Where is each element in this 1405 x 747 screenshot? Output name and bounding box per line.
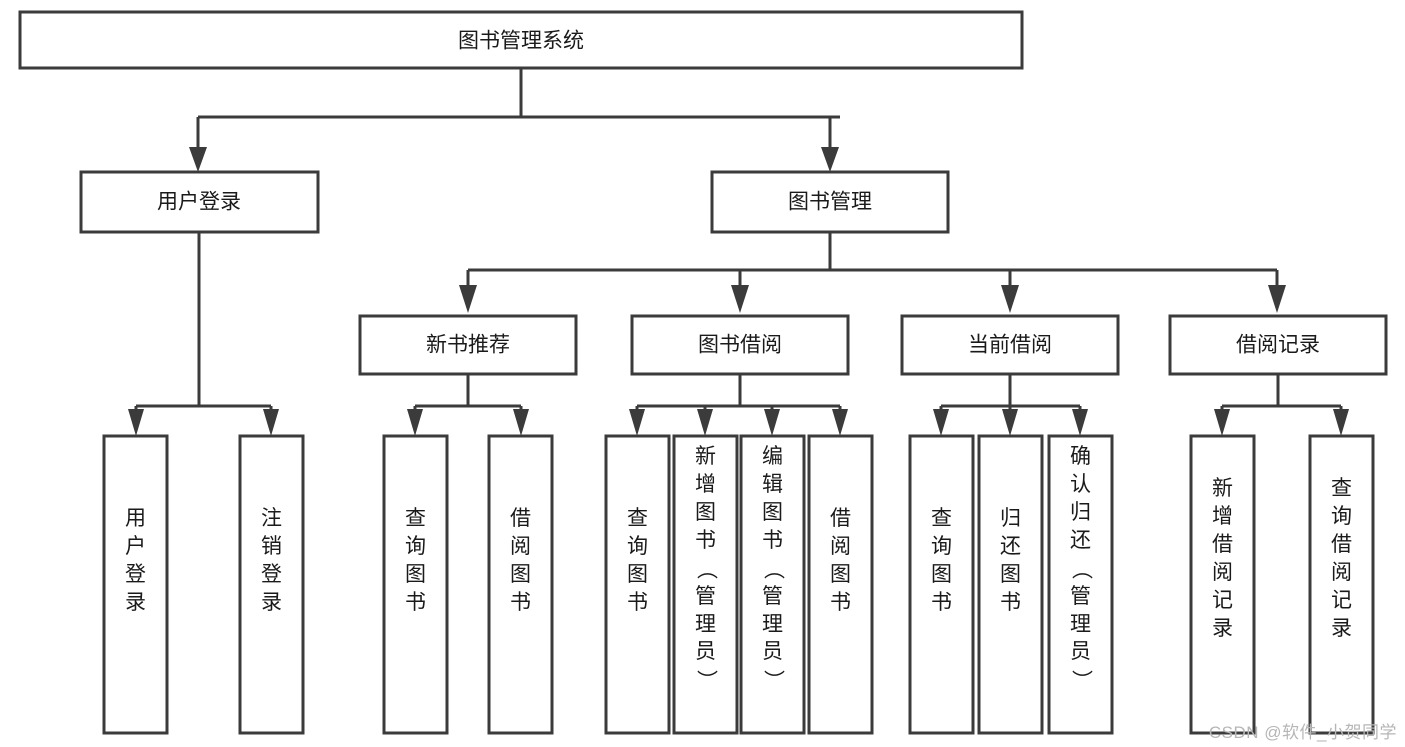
node-root[interactable]: 图书管理系统 xyxy=(18,10,1024,70)
node-book-manage-label: 图书管理 xyxy=(788,191,872,214)
node-borrow-record-label: 借阅记录 xyxy=(1236,334,1320,357)
leaf-box-edit-book[interactable] xyxy=(739,434,806,735)
leaf-box-borrow-book-1[interactable] xyxy=(487,434,554,735)
connector-book-borrow-children xyxy=(629,374,848,436)
node-book-borrow-box[interactable] xyxy=(630,314,850,376)
leaf-box-user-login[interactable] xyxy=(102,434,169,735)
node-root-box[interactable] xyxy=(18,10,1024,70)
connector-book-manage-children xyxy=(459,232,1286,313)
leaf-box-query-book-2[interactable] xyxy=(604,434,671,735)
node-new-book-recommend-label: 新书推荐 xyxy=(426,334,510,357)
node-borrow-record-box[interactable] xyxy=(1168,314,1388,376)
node-root-label: 图书管理系统 xyxy=(458,30,584,53)
node-current-borrow[interactable]: 当前借阅 xyxy=(900,314,1120,376)
leaf-box-return-book[interactable] xyxy=(977,434,1044,735)
node-book-borrow-label: 图书借阅 xyxy=(698,334,782,357)
node-book-manage-box[interactable] xyxy=(710,170,950,234)
connector-borrow-record-children xyxy=(1214,374,1349,436)
leaf-box-query-record[interactable] xyxy=(1308,434,1375,735)
connector-current-borrow-children xyxy=(933,374,1088,436)
node-book-borrow[interactable]: 图书借阅 xyxy=(630,314,850,376)
node-current-borrow-box[interactable] xyxy=(900,314,1120,376)
node-current-borrow-label: 当前借阅 xyxy=(968,334,1052,357)
leaf-box-borrow-book-2[interactable] xyxy=(807,434,874,735)
node-user-login-box[interactable] xyxy=(79,170,320,234)
leaf-box-add-record[interactable] xyxy=(1189,434,1256,735)
bus-mask-1 xyxy=(840,110,1277,124)
leaf-box-add-book[interactable] xyxy=(672,434,739,735)
node-new-book-recommend[interactable]: 新书推荐 xyxy=(358,314,578,376)
csdn-watermark: CSDN @软件_小贺同学 xyxy=(1208,723,1397,742)
connector-new-book-recommend-children xyxy=(407,374,529,436)
leaf-box-confirm-return[interactable] xyxy=(1047,434,1114,735)
leaf-box-query-book-1[interactable] xyxy=(382,434,449,735)
leaf-box-query-book-3[interactable] xyxy=(908,434,975,735)
node-user-login[interactable]: 用户登录 xyxy=(79,170,320,234)
connector-user-login-children xyxy=(128,232,279,436)
node-book-manage[interactable]: 图书管理 xyxy=(710,170,950,234)
node-borrow-record[interactable]: 借阅记录 xyxy=(1168,314,1388,376)
leaf-box-logout[interactable] xyxy=(238,434,305,735)
node-user-login-label: 用户登录 xyxy=(157,191,241,214)
